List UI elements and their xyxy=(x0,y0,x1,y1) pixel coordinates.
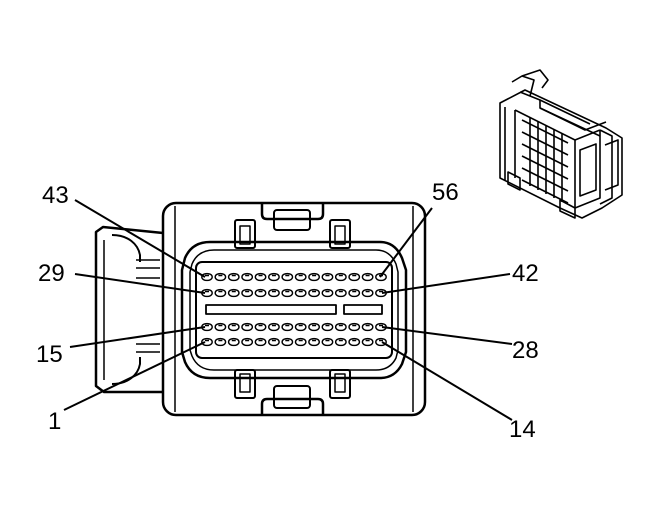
pin-cavity xyxy=(241,322,254,332)
pin-cavity xyxy=(268,322,280,332)
pin-cavity xyxy=(361,322,374,332)
leader-56 xyxy=(379,207,433,278)
pin-cavity xyxy=(254,337,267,347)
pin-label-56: 56 xyxy=(432,179,459,206)
pin-cavities xyxy=(201,272,387,347)
pin-label-15: 15 xyxy=(36,341,63,368)
pin-cavity xyxy=(214,337,227,347)
center-rib-short xyxy=(343,304,383,315)
pin-label-42: 42 xyxy=(512,260,539,287)
pin-label-14: 14 xyxy=(509,416,536,443)
pin-cavity xyxy=(201,272,213,282)
pin-cavity xyxy=(321,337,334,347)
pin-cavity xyxy=(241,337,254,347)
outer-housing xyxy=(161,201,427,417)
pin-label-1: 1 xyxy=(48,408,61,435)
pin-cavity xyxy=(281,337,294,347)
leader-42 xyxy=(381,273,511,294)
pin-cavity xyxy=(334,272,347,282)
pin-label-29: 29 xyxy=(38,260,65,287)
pin-cavity xyxy=(281,272,294,282)
pin-cavity xyxy=(308,272,320,282)
pin-cavity xyxy=(201,322,213,332)
pin-cavity xyxy=(227,337,240,347)
pin-cavity xyxy=(321,272,334,282)
pin-cavity xyxy=(254,272,267,282)
pin-cavity xyxy=(308,337,320,347)
pin-number-labels: 43 56 29 42 15 28 1 14 xyxy=(36,179,539,443)
pin-cavity xyxy=(348,288,361,298)
pin-cavity xyxy=(281,322,294,332)
leader-15 xyxy=(69,326,206,348)
pin-cavity xyxy=(294,272,307,282)
pin-cavity xyxy=(308,288,320,298)
pin-cavity xyxy=(241,288,254,298)
pin-cavity xyxy=(348,337,361,347)
pin-cavity xyxy=(321,322,334,332)
pin-cavity xyxy=(227,288,240,298)
pin-cavity xyxy=(201,288,213,298)
pin-label-43: 43 xyxy=(42,182,69,209)
leader-1 xyxy=(63,341,206,411)
pin-cavity xyxy=(214,272,227,282)
pin-cavity xyxy=(348,272,361,282)
pin-cavity xyxy=(281,288,294,298)
pin-face xyxy=(195,261,393,359)
connector-isometric-view xyxy=(499,69,623,219)
pin-cavity xyxy=(227,272,240,282)
leader-43 xyxy=(74,199,206,278)
pin-cavity xyxy=(241,272,254,282)
pin-cavity xyxy=(294,337,307,347)
pin-cavity xyxy=(201,337,213,347)
pin-cavity xyxy=(254,288,267,298)
pin-cavity xyxy=(294,322,307,332)
pin-cavity xyxy=(227,322,240,332)
pin-cavity xyxy=(268,272,280,282)
pin-cavity xyxy=(254,322,267,332)
leader-lines xyxy=(63,199,513,421)
pin-cavity xyxy=(308,322,320,332)
pin-cavity xyxy=(361,337,374,347)
top-key xyxy=(260,203,325,221)
leader-28 xyxy=(381,326,513,345)
pin-cavity xyxy=(214,322,227,332)
top-lock-left xyxy=(234,219,256,249)
pin-cavity xyxy=(294,288,307,298)
pin-cavity xyxy=(361,272,374,282)
top-lock-right xyxy=(329,219,351,249)
bottom-key xyxy=(260,397,325,415)
connector-face xyxy=(94,201,427,417)
pin-cavity xyxy=(334,322,347,332)
pin-cavity xyxy=(214,288,227,298)
left-latch xyxy=(94,225,164,394)
left-latch-slot-top xyxy=(111,234,141,262)
pin-cavity xyxy=(321,288,334,298)
pin-cavity xyxy=(268,337,280,347)
pin-label-28: 28 xyxy=(512,337,539,364)
pin-cavity xyxy=(268,288,280,298)
pin-cavity xyxy=(334,288,347,298)
pin-cavity xyxy=(334,337,347,347)
pin-cavity xyxy=(348,322,361,332)
leader-29 xyxy=(74,273,206,294)
inner-shroud xyxy=(180,240,408,380)
pin-cavity xyxy=(361,288,374,298)
pin-cavity xyxy=(375,337,387,347)
center-rib-long xyxy=(205,304,337,315)
leader-14 xyxy=(381,341,513,421)
